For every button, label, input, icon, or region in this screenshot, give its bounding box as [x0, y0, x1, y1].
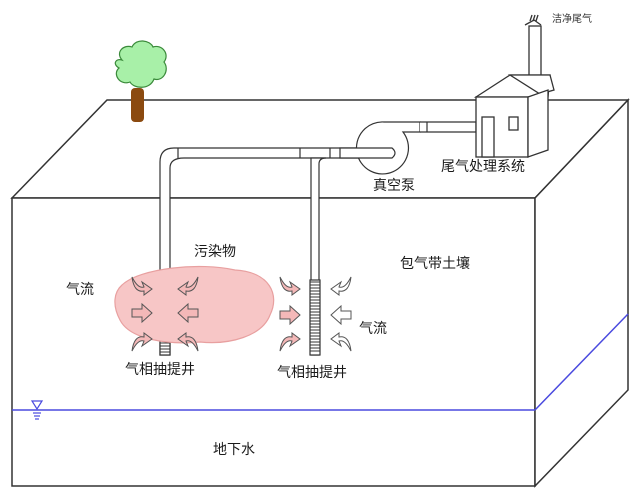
airflow-arrow [177, 332, 199, 352]
well-screen-right [309, 279, 321, 356]
well-left-label: 气相抽提井 [125, 362, 195, 378]
airflow-arrow [279, 276, 301, 296]
airflow-arrow [131, 332, 153, 352]
water-table-side-line [534, 313, 629, 411]
airflow-arrow [330, 332, 352, 352]
block-side-face [534, 98, 629, 488]
airflow-arrow [330, 276, 352, 296]
tree-icon [114, 40, 167, 122]
airflow-arrow [279, 332, 301, 352]
airflow-arrow [330, 304, 352, 326]
contaminant-label: 污染物 [194, 244, 236, 260]
vacuum-pump-icon [339, 121, 477, 175]
contaminant-plume [114, 265, 275, 344]
water-table-icon [30, 400, 44, 420]
vacuum-pump-label: 真空泵 [373, 178, 415, 194]
vadose-soil-label: 包气带土壤 [400, 256, 470, 272]
clean-exhaust-label: 洁净尾气 [552, 14, 592, 25]
airflow-arrow [131, 302, 153, 324]
airflow-right-label: 气流 [359, 321, 387, 337]
airflow-left-label: 气流 [66, 282, 94, 298]
airflow-arrow [177, 276, 199, 296]
offgas-treatment-label: 尾气处理系统 [441, 159, 525, 175]
well-right-label: 气相抽提井 [277, 365, 347, 381]
airflow-arrow [177, 302, 199, 324]
airflow-arrow [279, 304, 301, 326]
building-icon [473, 14, 555, 158]
groundwater-label: 地下水 [213, 442, 255, 458]
block-front-face [11, 197, 536, 487]
airflow-arrow [131, 276, 153, 296]
